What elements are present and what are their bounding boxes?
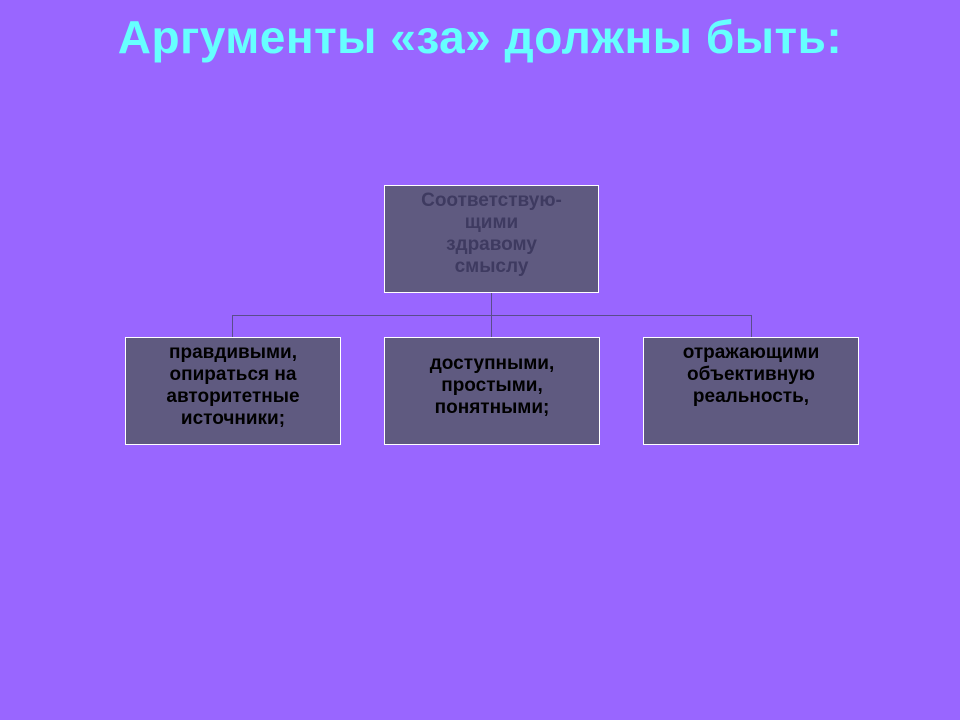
connector-horizontal xyxy=(232,315,752,316)
child-node-line: доступными, xyxy=(429,353,555,374)
root-node-line: здравому xyxy=(446,234,537,255)
child-node-line: простыми, xyxy=(441,375,543,396)
root-node-line: щими xyxy=(464,212,519,233)
connector-child-3 xyxy=(751,315,752,337)
child-node-accessible: доступными, простыми, понятными; xyxy=(384,337,600,445)
child-node-line: объективную xyxy=(687,364,815,385)
child-node-objective: отражающими объективную реальность, xyxy=(643,337,859,445)
child-node-line: реальность, xyxy=(692,386,810,407)
connector-child-1 xyxy=(232,315,233,337)
connector-root-down xyxy=(491,293,492,315)
root-node-line: Соответствую- xyxy=(421,190,562,211)
root-node-line: смыслу xyxy=(454,256,529,277)
child-node-line: понятными; xyxy=(434,397,550,418)
child-node-truthful: правдивыми, опираться на авторитетные ис… xyxy=(125,337,341,445)
root-node: Соответствую- щими здравому смыслу xyxy=(384,185,599,293)
child-node-line: источники; xyxy=(180,408,286,429)
child-node-line: авторитетные xyxy=(166,386,300,407)
slide-title: Аргументы «за» должны быть: xyxy=(117,11,843,63)
child-node-line: опираться на xyxy=(169,364,297,385)
child-node-line: отражающими xyxy=(682,342,820,363)
connector-child-2 xyxy=(491,315,492,337)
child-node-line: правдивыми, xyxy=(168,342,297,363)
